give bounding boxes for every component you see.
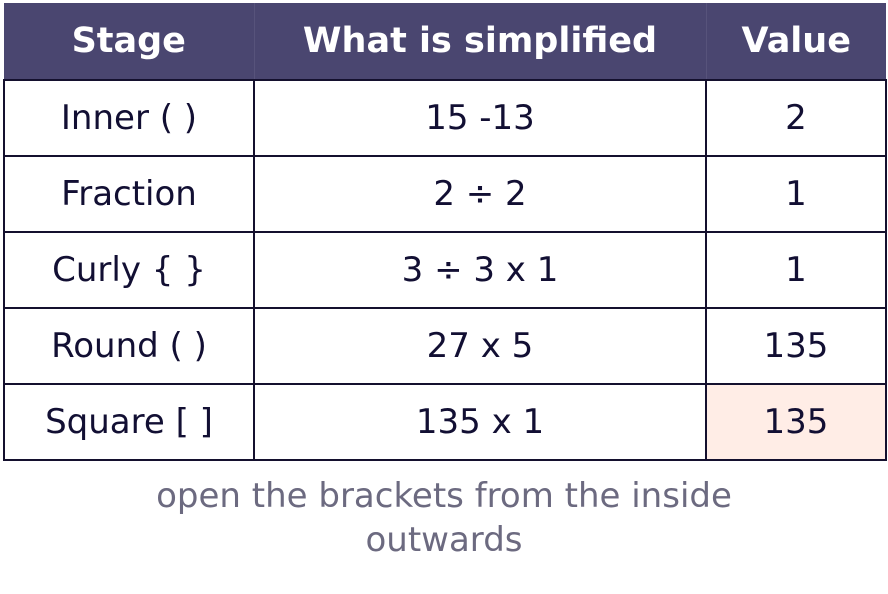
expression-cell: 3 ÷ 3 x 1 xyxy=(253,231,707,309)
table-row: Round ( ) 27 x 5 135 xyxy=(3,307,887,385)
header-value: Value xyxy=(705,3,886,80)
expression-cell: 15 -13 xyxy=(253,79,707,157)
stage-cell: Round ( ) xyxy=(3,307,255,385)
table-row: Inner ( ) 15 -13 2 xyxy=(3,79,887,157)
simplification-table: Stage What is simplified Value Inner ( )… xyxy=(3,3,887,461)
value-cell: 135 xyxy=(705,307,887,385)
caption-line-1: open the brackets from the inside xyxy=(156,476,732,516)
expression-cell: 27 x 5 xyxy=(253,307,707,385)
caption-line-2: outwards xyxy=(365,520,523,560)
caption: open the brackets from the inside outwar… xyxy=(0,474,888,562)
header-stage: Stage xyxy=(4,3,254,80)
stage-cell: Square [ ] xyxy=(3,383,255,461)
final-value-cell: 135 xyxy=(705,383,887,461)
table-row: Curly { } 3 ÷ 3 x 1 1 xyxy=(3,231,887,309)
value-cell: 1 xyxy=(705,155,887,233)
table-row: Fraction 2 ÷ 2 1 xyxy=(3,155,887,233)
value-cell: 1 xyxy=(705,231,887,309)
expression-cell: 135 x 1 xyxy=(253,383,707,461)
stage-cell: Inner ( ) xyxy=(3,79,255,157)
stage-cell: Curly { } xyxy=(3,231,255,309)
table-row: Square [ ] 135 x 1 135 xyxy=(3,383,887,461)
expression-cell: 2 ÷ 2 xyxy=(253,155,707,233)
stage-cell: Fraction xyxy=(3,155,255,233)
header-what-is-simplified: What is simplified xyxy=(253,3,706,80)
simplification-table-container: Stage What is simplified Value Inner ( )… xyxy=(3,3,887,461)
table-header-row: Stage What is simplified Value xyxy=(4,3,886,80)
value-cell: 2 xyxy=(705,79,887,157)
